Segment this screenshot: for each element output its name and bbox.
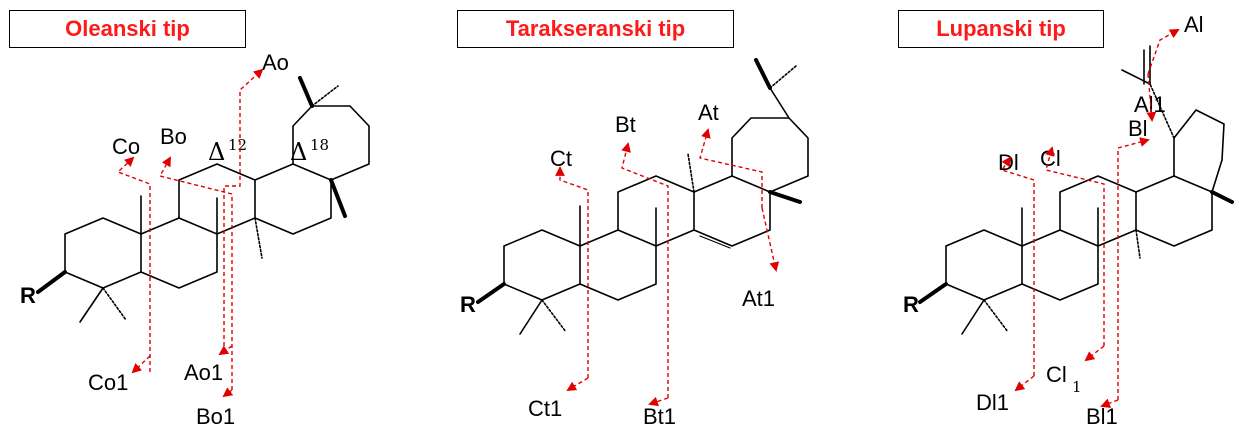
arrow-al1: [1146, 73, 1157, 122]
oleanan-delta12: Δ: [208, 138, 225, 166]
taraxeran-r-label: R: [460, 292, 476, 317]
label-co1: Co1: [88, 370, 128, 395]
arrow-bo: [158, 156, 233, 390]
oleanan-r-label: R: [20, 283, 36, 308]
arrow-co: [116, 156, 151, 372]
label-ao: Ao: [262, 50, 289, 75]
arrow-ao: [223, 68, 264, 346]
label-al: Al: [1184, 12, 1204, 37]
oleanan-delta18: Δ: [290, 138, 307, 166]
label-cl1-sub: 1: [1072, 378, 1082, 396]
label-dl: Dl: [998, 150, 1019, 175]
arrow-dl: [1000, 156, 1035, 376]
label-at1: At1: [742, 286, 775, 311]
label-bl1: Bl1: [1086, 404, 1118, 429]
label-co: Co: [112, 134, 140, 159]
label-bt1: Bt1: [643, 404, 676, 429]
oleanan-delta18-sup: 18: [310, 136, 329, 154]
panel-title-oleanan: Oleanski tip: [9, 10, 246, 48]
arrow-at: [699, 128, 763, 208]
lupan-r-label: R: [903, 292, 919, 317]
label-ao1: Ao1: [184, 360, 223, 385]
label-cl: Cl: [1040, 146, 1061, 171]
label-bl: Bl: [1128, 116, 1148, 141]
arrow-cl: [1045, 146, 1105, 346]
label-dl1: Dl1: [976, 390, 1009, 415]
label-cl1: Cl: [1046, 362, 1067, 387]
arrow-bl: [1117, 137, 1150, 400]
arrow-al: [1147, 29, 1180, 75]
panel-title-lupan: Lupanski tip: [898, 10, 1104, 48]
label-bo: Bo: [160, 124, 187, 149]
label-bo1: Bo1: [196, 404, 235, 429]
label-at: At: [698, 100, 719, 125]
label-ct1: Ct1: [528, 396, 562, 421]
panel-title-taraxeran: Tarakseranski tip: [457, 10, 734, 48]
oleanan-delta12-sup: 12: [228, 136, 247, 154]
lupan-structure: R Al Al1 Dl Cl Bl Dl1 Cl 1 Bl1: [903, 12, 1234, 429]
label-ct: Ct: [550, 146, 572, 171]
label-bt: Bt: [615, 112, 636, 137]
taraxeran-structure: R Ct Bt At At1 Ct1 Bt1: [460, 58, 809, 429]
arrow-ct: [555, 166, 589, 378]
oleanan-structure: R Δ 12 Δ 18 Co Bo Ao Co1 Ao1 Bo1: [20, 50, 370, 429]
arrow-bt: [621, 142, 669, 398]
